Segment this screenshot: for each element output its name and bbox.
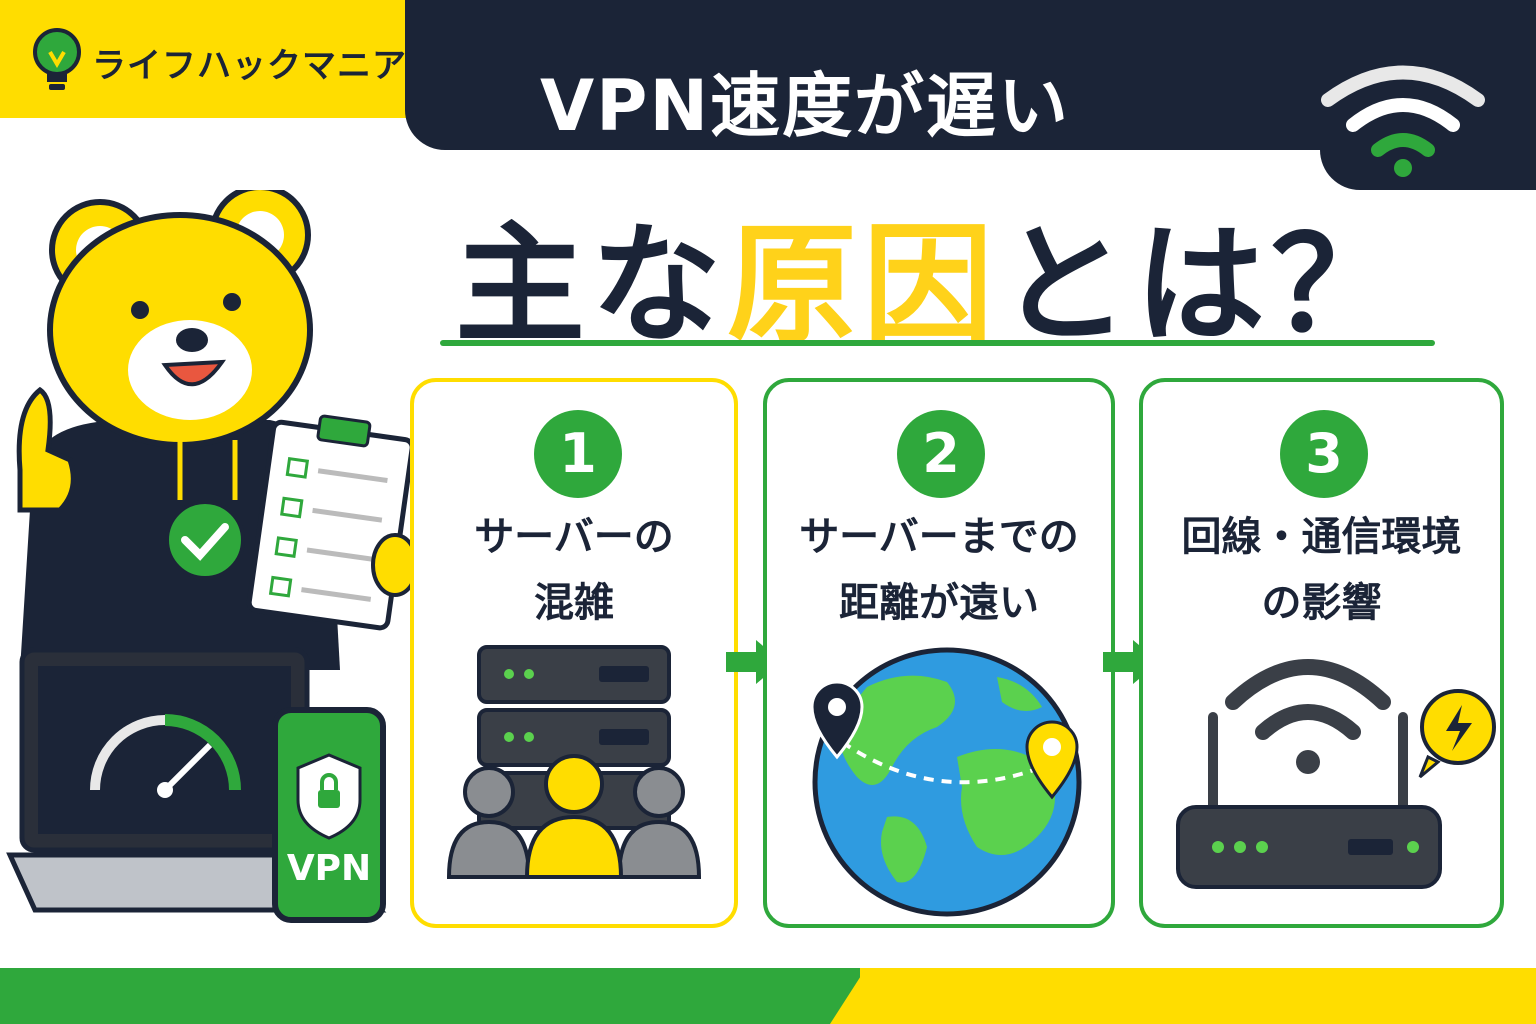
cause-number-badge: 2	[897, 410, 985, 498]
cause-card-2: 2 サーバーまでの 距離が遠い	[763, 378, 1115, 928]
cause-title: 回線・通信環境 の影響	[1143, 492, 1500, 636]
cause-card-1: 1 サーバーの 混雑	[410, 378, 738, 928]
cause-title-line2: 混雑	[534, 580, 614, 626]
brand-logo-text: ライフハックマニア	[92, 46, 407, 86]
cause-title-line2: の影響	[1261, 580, 1382, 626]
crowded-server-icon	[446, 645, 702, 879]
footer-band-yellow	[860, 968, 1536, 1024]
page-title: VPN速度が遅い	[540, 65, 1071, 147]
cause-title-line1: 回線・通信環境	[1181, 514, 1462, 560]
bear-mascot-illustration: VPN	[6, 190, 419, 923]
cause-card-3: 3 回線・通信環境 の影響	[1139, 378, 1504, 928]
cause-title-line2: 距離が遠い	[839, 580, 1039, 626]
cause-title: サーバーまでの 距離が遠い	[767, 492, 1111, 636]
globe-distance-icon	[810, 647, 1082, 917]
subtitle-suffix: とは？	[999, 209, 1408, 361]
router-wifi-icon	[1176, 659, 1496, 889]
cause-title-line1: サーバーまでの	[799, 514, 1079, 560]
phone-vpn-label: VPN	[287, 848, 371, 889]
cause-number-badge: 1	[534, 410, 622, 498]
cause-title: サーバーの 混雑	[414, 492, 734, 636]
cause-title-line1: サーバーの	[474, 514, 674, 560]
lightbulb-icon	[33, 28, 81, 90]
wifi-icon	[1321, 65, 1485, 177]
cause-number-badge: 3	[1280, 410, 1368, 498]
subtitle-highlight: 原因	[727, 209, 1000, 361]
page-subtitle: 主な原因とは？	[455, 180, 1407, 368]
title-divider	[440, 340, 1435, 346]
footer-band-green	[0, 968, 860, 1024]
subtitle-prefix: 主な	[455, 209, 728, 361]
